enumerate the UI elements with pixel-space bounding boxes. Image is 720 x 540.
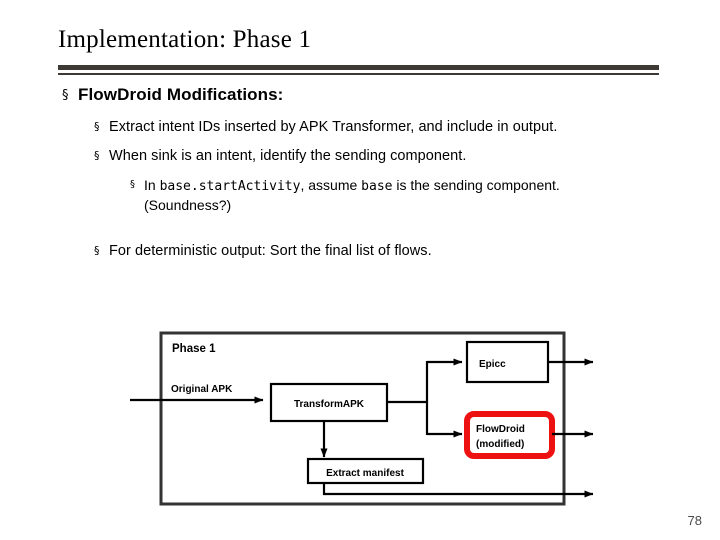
- bullet-subitem-label: In base.startActivity, assume base is th…: [144, 176, 670, 216]
- transform-apk-label: TransformAPK: [294, 399, 365, 410]
- subitem-middle: , assume: [300, 176, 362, 193]
- bullet-marker-icon: §: [62, 88, 69, 103]
- bullet-item-1: § When sink is an intent, identify the s…: [94, 146, 720, 166]
- input-label: Original APK: [171, 384, 233, 395]
- bullet-marker-icon: §: [94, 149, 100, 163]
- code-span-base: base: [361, 178, 393, 194]
- page-title: Implementation: Phase 1: [58, 26, 312, 53]
- code-span-startactivity: base.startActivity: [159, 178, 301, 194]
- transform-apk-box[interactable]: [269, 382, 389, 423]
- bullet-heading: § FlowDroid Modifications:: [62, 84, 720, 107]
- epicc-label: Epicc: [479, 359, 506, 370]
- bullet-list: § FlowDroid Modifications: § Extract int…: [0, 84, 720, 270]
- bullet-marker-icon: §: [130, 178, 135, 190]
- title-rule-thick: [58, 65, 659, 70]
- extract-manifest-label: Extract manifest: [326, 468, 404, 479]
- bullet-item-label: Extract intent IDs inserted by APK Trans…: [109, 118, 558, 135]
- bullet-marker-icon: §: [94, 119, 100, 133]
- subitem-suffix: is the sending component.: [392, 176, 560, 193]
- bullet-item-final: § For deterministic output: Sort the fin…: [94, 241, 720, 261]
- extract-manifest-box[interactable]: [306, 457, 425, 485]
- content-spacer: [0, 225, 720, 241]
- bullet-heading-label: FlowDroid Modifications:: [78, 85, 284, 104]
- bullet-item-label: When sink is an intent, identify the sen…: [109, 148, 467, 165]
- subitem-second-line: (Soundness?): [144, 196, 232, 213]
- bullet-subitem-soundness: § In base.startActivity, assume base is …: [130, 176, 670, 216]
- flowdroid-label-line2: (modified): [476, 439, 524, 450]
- bullet-marker-icon: §: [94, 243, 100, 257]
- phase1-diagram: Phase 1 Original APK TransformAPK Epicc …: [130, 322, 600, 517]
- phase1-container-label: Phase 1: [172, 343, 216, 355]
- phase1-container-box: [159, 331, 566, 506]
- flowdroid-label-line1: FlowDroid: [476, 424, 525, 435]
- title-rule-thin: [58, 73, 659, 75]
- manifest-output-arrow: [322, 483, 594, 498]
- bullet-item-label: For deterministic output: Sort the final…: [109, 242, 432, 259]
- page-number: 78: [687, 513, 702, 528]
- subitem-prefix: In: [144, 176, 160, 193]
- epicc-box[interactable]: [465, 340, 550, 384]
- bullet-item-0: § Extract intent IDs inserted by APK Tra…: [94, 117, 720, 137]
